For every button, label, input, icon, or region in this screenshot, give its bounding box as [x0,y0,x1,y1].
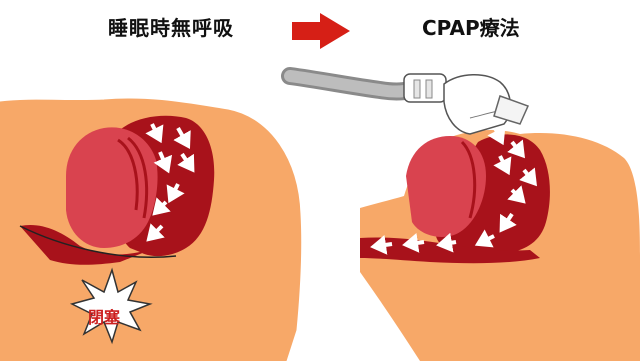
obstruction-label: 閉塞 [88,304,120,328]
cpap-mask [404,74,528,134]
transition-arrow [292,13,350,49]
cpap-tube [290,76,410,92]
right-airway [360,126,550,263]
cpap-therapy-title: CPAP療法 [422,12,520,44]
sleep-apnea-title: 睡眠時無呼吸 [108,12,234,44]
